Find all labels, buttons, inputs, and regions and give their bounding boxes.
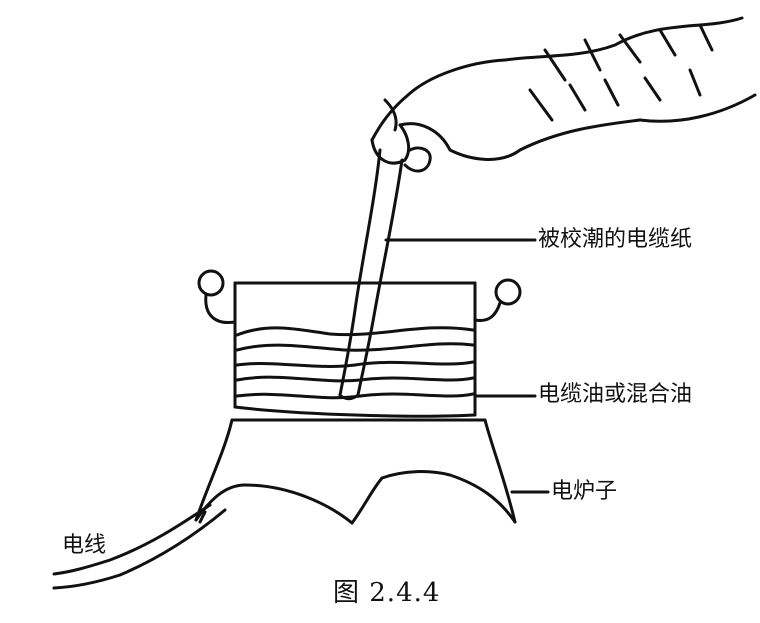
- label-cable-paper: 被校潮的电缆纸: [538, 227, 693, 252]
- label-electric-stove: 电炉子: [551, 479, 618, 504]
- oil-pot: [197, 269, 522, 418]
- figure-caption: 图 2.4.4: [333, 578, 441, 608]
- electric-stove: [194, 418, 517, 525]
- electric-wire: [52, 503, 227, 590]
- hand-illustration: [370, 16, 757, 173]
- label-electric-wire: 电线: [62, 533, 107, 558]
- label-cable-oil: 电缆油或混合油: [538, 382, 693, 407]
